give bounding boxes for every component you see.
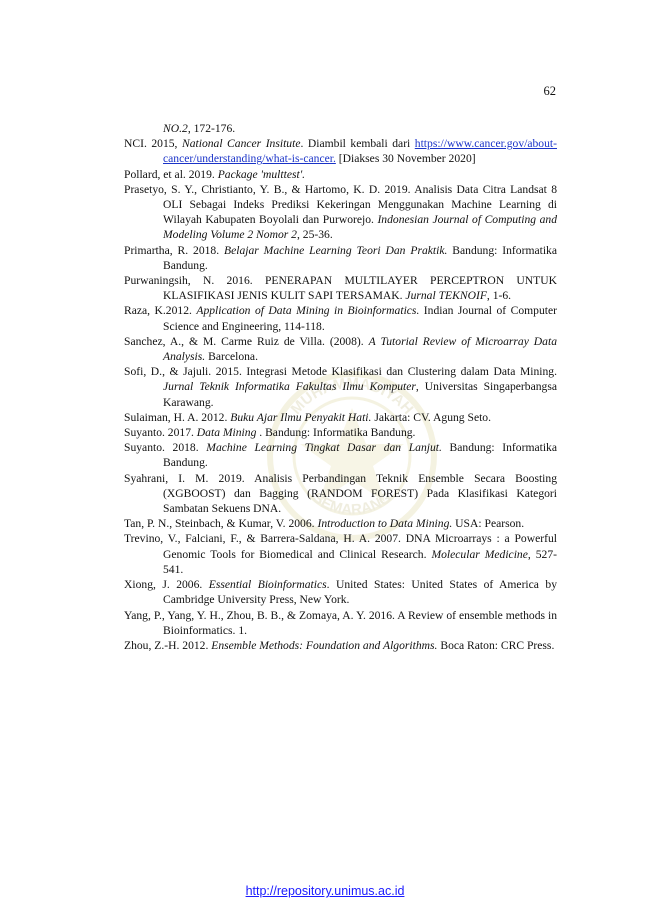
reference-text: . United States: United States of Americ… — [163, 578, 558, 607]
reference-italic-text: Package 'multtest'. — [217, 167, 306, 181]
reference-text: , 1-6. — [486, 289, 512, 303]
reference-entry: Tan, P. N., Steinbach, & Kumar, V. 2006.… — [124, 516, 557, 531]
reference-entry: NCI. 2015, National Cancer Insitute. Dia… — [124, 136, 557, 166]
reference-text: Pollard, et al. 2019. — [124, 167, 218, 181]
reference-text: [Diakses 30 November 2020] — [335, 152, 476, 166]
reference-text: Boca Raton: CRC Press. — [437, 638, 555, 652]
reference-text: Zhou, Z.-H. 2012. — [124, 638, 212, 652]
reference-text: Sofi, D., & Jajuli. 2015. Integrasi Meto… — [124, 365, 557, 379]
reference-text: Bandung: Informatika Bandung. — [163, 243, 557, 272]
reference-text: NCI. 2015, — [124, 137, 182, 151]
reference-entry: Zhou, Z.-H. 2012. Ensemble Methods: Foun… — [124, 638, 557, 653]
reference-text: Raza, K.2012. — [124, 304, 197, 318]
reference-italic-text: Jurnal TEKNOIF — [405, 289, 487, 303]
reference-entry: Suyanto. 2017. Data Mining . Bandung: In… — [124, 425, 557, 440]
reference-italic-text: National Cancer Insitute — [181, 137, 301, 151]
reference-entry: Purwaningsih, N. 2016. PENERAPAN MULTILA… — [124, 273, 557, 303]
reference-entry: Sulaiman, H. A. 2012. Buku Ajar Ilmu Pen… — [124, 410, 557, 425]
reference-text: Sulaiman, H. A. 2012. — [124, 410, 231, 424]
reference-entry: Trevino, V., Falciani, F., & Barrera-Sal… — [124, 531, 557, 577]
reference-text: , Universitas Singaperbangsa Karawang. — [163, 380, 557, 409]
reference-text: Suyanto. 2018. — [124, 441, 207, 455]
reference-text: Bandung: Informatika Bandung. — [163, 441, 557, 470]
reference-italic-text: NO.2 — [163, 122, 188, 135]
reference-entry: Raza, K.2012. Application of Data Mining… — [124, 303, 557, 333]
reference-italic-text: Buku Ajar Ilmu Penyakit Hati. — [230, 410, 372, 424]
reference-text: Tan, P. N., Steinbach, & Kumar, V. 2006. — [124, 517, 318, 531]
reference-text: Indian Journal of Computer Science and E… — [163, 304, 557, 333]
reference-entry: Suyanto. 2018. Machine Learning Tingkat … — [124, 440, 557, 470]
reference-italic-text: Essential Bioinformatics — [208, 578, 327, 592]
page-number: 62 — [543, 84, 557, 98]
reference-text: Sanchez, A., & M. Carme Ruiz de Villa. (… — [124, 334, 369, 348]
reference-text: Suyanto. 2017. — [124, 426, 197, 440]
reference-text: Syahrani, I. M. 2019. Analisis Perbandin… — [124, 471, 557, 516]
reference-italic-text: Data Mining — [196, 426, 257, 440]
reference-text: Purwaningsih, N. 2016. PENERAPAN MULTILA… — [124, 274, 557, 303]
reference-text: Xiong, J. 2006. — [124, 578, 209, 592]
reference-text: Yang, P., Yang, Y. H., Zhou, B. B., & Zo… — [124, 608, 557, 637]
reference-italic-text: Introduction to Data Mining. — [317, 517, 453, 531]
reference-entry: Prasetyo, S. Y., Christianto, Y. B., & H… — [124, 182, 557, 243]
reference-text: Barcelona. — [205, 350, 258, 364]
reference-entry: NO.2, 172-176. — [124, 121, 557, 136]
reference-italic-text: Indonesian Journal of Computing and Mode… — [163, 213, 557, 242]
reference-text: , 25-36. — [296, 228, 333, 242]
reference-italic-text: A Tutorial Review of Microarray Data Ana… — [163, 334, 557, 364]
reference-text: Jakarta: CV. Agung Seto. — [371, 410, 492, 424]
reference-entry: Pollard, et al. 2019. Package 'multtest'… — [124, 167, 557, 182]
reference-text: . Diambil kembali dari — [300, 137, 415, 151]
repository-link[interactable]: http://repository.unimus.ac.id — [245, 884, 405, 898]
reference-text: USA: Pearson. — [452, 517, 525, 531]
reference-text: Prasetyo, S. Y., Christianto, Y. B., & H… — [124, 182, 557, 227]
reference-entry: Sanchez, A., & M. Carme Ruiz de Villa. (… — [124, 334, 557, 364]
reference-italic-text: Machine Learning Tingkat Dasar dan Lanju… — [206, 441, 442, 455]
reference-italic-text: Molecular Medicine — [431, 547, 528, 561]
reference-italic-text: Jurnal Teknik Informatika Fakultas Ilmu … — [163, 380, 416, 394]
reference-text: , 172-176. — [187, 122, 236, 135]
reference-link[interactable]: https://www.cancer.gov/about-cancer/unde… — [163, 137, 557, 166]
reference-italic-text: Belajar Machine Learning Teori Dan Prakt… — [224, 243, 448, 257]
reference-text: . Bandung: Informatika Bandung. — [256, 426, 416, 440]
footer: http://repository.unimus.ac.id — [0, 884, 650, 898]
reference-entry: Sofi, D., & Jajuli. 2015. Integrasi Meto… — [124, 364, 557, 410]
reference-entry: Xiong, J. 2006. Essential Bioinformatics… — [124, 577, 557, 607]
reference-italic-text: Application of Data Mining in Bioinforma… — [196, 304, 420, 318]
reference-entry: Primartha, R. 2018. Belajar Machine Lear… — [124, 243, 557, 273]
reference-entry: Yang, P., Yang, Y. H., Zhou, B. B., & Zo… — [124, 608, 557, 638]
reference-list: NO.2, 172-176.NCI. 2015, National Cancer… — [124, 121, 557, 653]
reference-text: Trevino, V., Falciani, F., & Barrera-Sal… — [124, 532, 557, 561]
reference-entry: Syahrani, I. M. 2019. Analisis Perbandin… — [124, 471, 557, 517]
reference-italic-text: Ensemble Methods: Foundation and Algorit… — [211, 638, 438, 652]
reference-text: Primartha, R. 2018. — [124, 243, 225, 257]
reference-text: , 527-541. — [163, 547, 557, 576]
